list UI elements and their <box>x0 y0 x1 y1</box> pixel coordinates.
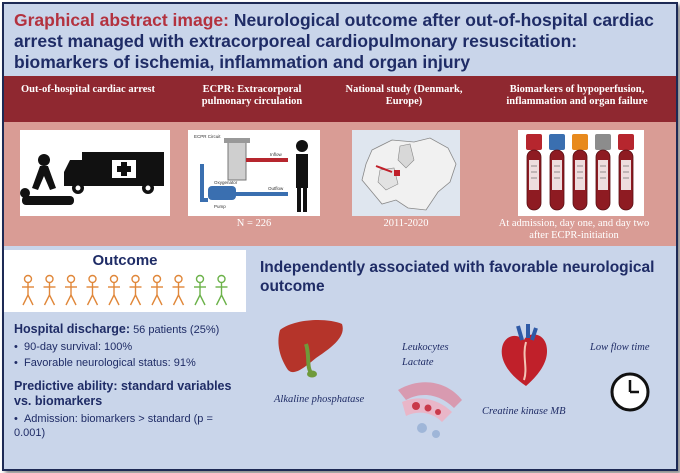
ecpr-circuit-label: ECPR Circuit <box>194 134 221 139</box>
ecpr-pump-label: Pump <box>214 204 226 209</box>
cohort-size: N = 226 <box>236 218 272 229</box>
patient-figure-icon <box>108 274 120 306</box>
patient-figure-icon <box>194 274 206 306</box>
blood-tube-icon <box>618 134 634 211</box>
ohca-illustration <box>20 130 170 216</box>
label-lactate: Lactate <box>402 357 434 368</box>
patient-figure-icon <box>86 274 99 306</box>
bullet-admission: Admission: biomarkers > standard (p = 0.… <box>14 413 213 439</box>
discharge-bullet-2: • Favorable neurological status: 91% <box>14 357 196 369</box>
label-leukocytes: Leukocytes <box>402 342 449 353</box>
patient-figure-icon <box>65 274 77 306</box>
denmark-arrow <box>375 165 393 173</box>
col-heading-ohca: Out-of-hospital cardiac arrest <box>21 84 155 95</box>
ecpr-outflow-label: Outflow <box>268 186 284 191</box>
associated-title: Independently associated with favorable … <box>260 259 655 295</box>
discharge-label: Hospital discharge: <box>14 322 130 336</box>
outcome-figures <box>22 274 228 306</box>
patient-figure-icon <box>215 274 228 306</box>
sampling-times: At admission, day one, and day two after… <box>498 218 650 241</box>
col-heading-biomarkers: Biomarkers of hypoperfusion, inflammatio… <box>506 84 648 107</box>
label-creatine-kinase: Creatine kinase MB <box>482 406 566 417</box>
discharge-bullet-1: • 90-day survival: 100% <box>14 341 133 353</box>
patient-figure-icon <box>151 274 163 306</box>
title-text: Neurological outcome after out-of-hospit… <box>14 10 654 72</box>
clock-icon <box>610 372 650 412</box>
discharge-line: Hospital discharge: 56 patients (25%) <box>14 322 219 336</box>
page-title: Graphical abstract image: Neurological o… <box>14 10 669 73</box>
ecpr-oxygenator-label: Oxygenator <box>214 180 238 185</box>
methods-header-band <box>4 76 676 122</box>
patient-figure-icon <box>43 274 56 306</box>
blood-tubes-icon <box>526 134 634 211</box>
study-period: 2011-2020 <box>383 218 429 229</box>
ecpr-illustration: ECPR Circuit Oxygenator Pump Inflow Outf… <box>188 130 320 216</box>
ambulance-cpr-icon <box>20 152 164 205</box>
map-icon <box>361 137 457 211</box>
patient-figure-icon <box>172 274 185 306</box>
bullet-survival: 90-day survival: 100% <box>23 341 133 353</box>
blood-vessel-icon <box>398 382 462 438</box>
blood-tube-icon <box>549 134 565 211</box>
label-low-flow-time: Low flow time <box>590 342 650 353</box>
liver-icon <box>278 320 343 378</box>
patient-figure-icon <box>22 274 34 306</box>
discharge-value: 56 patients (25%) <box>133 324 220 336</box>
predictive-heading: Predictive ability: standard variables v… <box>14 379 232 408</box>
col-heading-national: National study (Denmark, Europe) <box>345 84 463 107</box>
blood-tube-icon <box>526 134 542 211</box>
title-lead: Graphical abstract image: <box>14 10 229 30</box>
blood-tube-icon <box>572 134 588 211</box>
heart-icon <box>501 324 548 386</box>
ecpr-circuit-icon: ECPR Circuit Oxygenator Pump Inflow Outf… <box>194 134 308 212</box>
bullet-neuro-status: Favorable neurological status: 91% <box>23 357 196 369</box>
blood-tube-icon <box>595 134 611 211</box>
label-alkaline-phosphatase: Alkaline phosphatase <box>274 394 365 405</box>
europe-map <box>352 130 460 216</box>
blood-tubes-illustration <box>518 130 644 216</box>
outcome-box <box>4 250 246 312</box>
col-heading-ecpr: ECPR: Extracorporal pulmonary circulatio… <box>201 84 303 107</box>
outcome-title: Outcome <box>92 252 158 269</box>
predictive-bullet: • Admission: biomarkers > standard (p = … <box>14 413 213 439</box>
patient-figure-icon <box>129 274 142 306</box>
ecpr-inflow-label: Inflow <box>270 152 283 157</box>
